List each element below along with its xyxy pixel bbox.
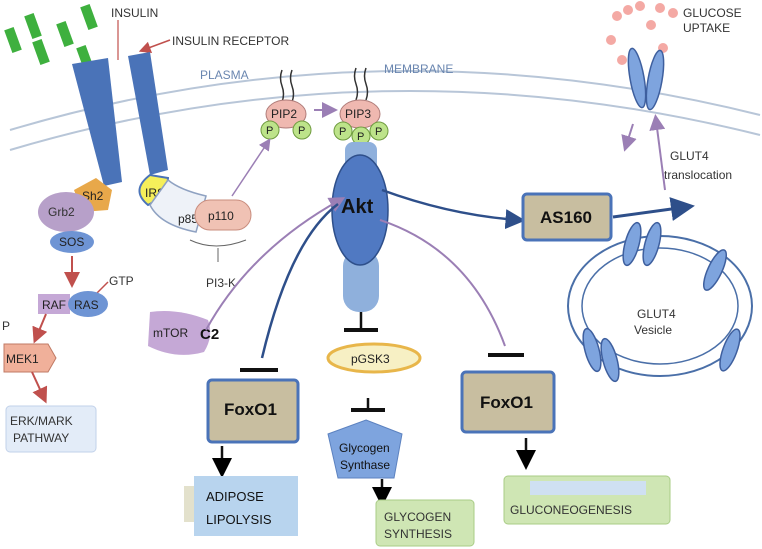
glycogen-synthase-label-2: Synthase (340, 458, 390, 472)
plasma-membrane-inner (9, 89, 761, 151)
akt-lower-domain (343, 250, 379, 312)
akt-inhibits-foxo1-right-line (379, 219, 506, 347)
glut4-translocation-arrow (649, 114, 666, 191)
mek1-to-erk-arrow (31, 371, 48, 404)
raf-protein (38, 294, 70, 314)
glycogen-synthase-protein (327, 419, 403, 479)
ras-protein (68, 291, 108, 317)
insulin-molecules (4, 4, 98, 71)
glycogen-synthase-label-1: Glycogen (339, 441, 390, 455)
pip3-phosphate-3-label: P (375, 126, 382, 138)
adipose-lipolysis-label-2: LIPOLYSIS (206, 512, 272, 527)
pip2-label: PIP2 (271, 107, 297, 121)
glycogen-synthesis-label-1: GLYCOGEN (384, 510, 451, 524)
sos-label: SOS (59, 235, 84, 249)
raf-label: RAF (42, 298, 66, 312)
pip2-phosphate-1-label: P (266, 125, 273, 137)
gluconeogenesis-inner-band (530, 481, 646, 495)
p85-label: p85 (178, 212, 198, 226)
erk-mark-label-1: ERK/MARK (10, 414, 73, 428)
akt-to-as160-arrow (381, 188, 526, 230)
ras-label: RAS (74, 298, 99, 312)
glycogen-synthesis-label-2: SYNTHESIS (384, 527, 452, 541)
pip3-phosphate-2-label: P (357, 131, 364, 143)
erk-mark-label-2: PATHWAY (13, 431, 69, 445)
as160-to-vesicle-arrow (612, 197, 695, 221)
glut4-vesicle-label-1: GLUT4 (637, 307, 676, 321)
glut4-vesicle-transporters (582, 221, 741, 383)
pip3-tail-2 (363, 67, 369, 101)
glut4-vesicle-inner (581, 247, 739, 365)
mek1-label: MEK1 (6, 352, 39, 366)
pi3k-label: PI3-K (206, 276, 236, 290)
receptor-pointer (138, 39, 171, 54)
glut4-vesicle-label-2: Vesicle (634, 323, 672, 337)
raf-to-mek1-arrow (32, 313, 48, 344)
pip3-label: PIP3 (345, 107, 371, 121)
insulin-label: INSULIN (111, 6, 158, 20)
c2-label: C2 (200, 326, 219, 343)
foxo1-left-label: FoxO1 (224, 400, 277, 419)
insulin-receptor-label: INSULIN RECEPTOR (172, 34, 289, 48)
p110-to-pip2-arrow (231, 138, 271, 197)
as160-box (521, 192, 613, 242)
glut4-translocation-label-2: translocation (664, 168, 732, 182)
erk-mark-pathway-box (5, 405, 97, 453)
pip2-phosphate-2-label: P (298, 125, 305, 137)
glut4-translocation-label-1: GLUT4 (670, 149, 709, 163)
glut4-transporter-1 (627, 47, 647, 109)
foxo1-left-box (206, 378, 300, 444)
insulin-receptor-left (72, 58, 122, 186)
adipose-lipolysis-box (194, 476, 298, 536)
p85-protein (149, 178, 207, 233)
mek1-protein (3, 343, 57, 373)
p110-protein (194, 199, 252, 231)
akt-inhibits-foxo1-left-line (260, 203, 339, 359)
gluconeogenesis-label: GLUCONEOGENESIS (510, 503, 632, 517)
adipose-lipolysis-label-1: ADIPOSE (206, 489, 264, 504)
glucose-uptake-label-2: UPTAKE (683, 21, 730, 35)
sos-protein (50, 231, 94, 253)
pip2-head (265, 99, 307, 129)
membrane-label: MEMBRANE (384, 62, 453, 76)
pip3-tail-1 (353, 67, 359, 101)
mek1-phosphate-label: P (2, 319, 10, 333)
gtp-label: GTP (109, 274, 134, 288)
pgsk3-protein (326, 342, 422, 374)
p110-label: p110 (208, 209, 234, 223)
mtorc2-protein (148, 311, 211, 355)
glycogen-synthesis-box (375, 499, 475, 547)
mtorc2-to-akt-arrow (205, 197, 346, 331)
pip3-phosphate-1-label: P (339, 126, 346, 138)
plasma-label: PLASMA (200, 68, 249, 82)
pip3-phosphate-1 (333, 121, 353, 141)
as160-label: AS160 (540, 208, 592, 227)
grb2-label: Grb2 (48, 205, 75, 219)
pip3-phosphate-3 (369, 121, 389, 141)
glucose-uptake-label-1: GLUCOSE (683, 6, 742, 20)
akt-label: Akt (341, 196, 374, 218)
pip2-tail-1 (279, 69, 285, 103)
insulin-receptor-right (128, 52, 168, 175)
glut4-transporter-2 (645, 49, 665, 111)
foxo1-right-label: FoxO1 (480, 393, 533, 412)
pip2-tail-2 (289, 69, 295, 103)
grb2-protein (38, 192, 94, 232)
foxo1-right-box (460, 370, 556, 434)
glucose-molecules (606, 1, 678, 65)
glucose-uptake-arrow (621, 123, 637, 152)
pip2-phosphate-2 (292, 120, 312, 140)
pi3k-bracket (189, 239, 247, 247)
mtor-label: mTOR (153, 326, 188, 340)
pgsk3-label: pGSK3 (351, 352, 390, 366)
gtp-pointer (95, 281, 109, 295)
